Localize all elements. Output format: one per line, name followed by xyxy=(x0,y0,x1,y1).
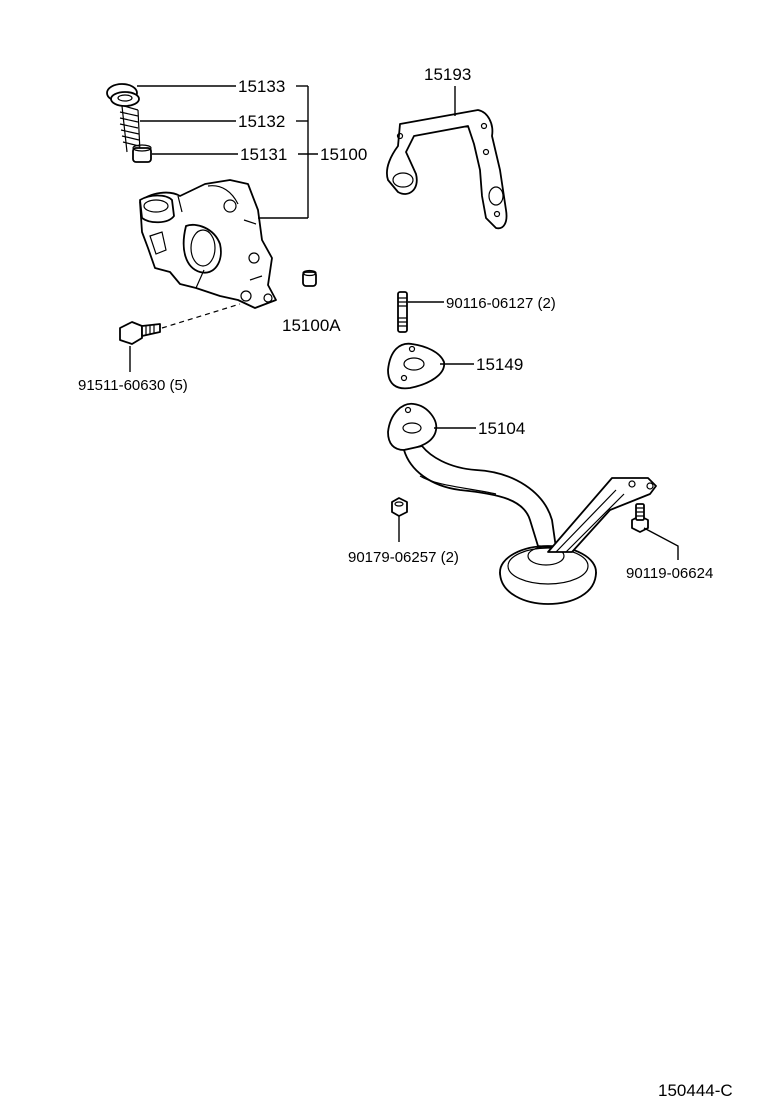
bolt-91511[interactable] xyxy=(119,303,241,345)
part-label-15131: 15131 xyxy=(240,145,287,164)
leader-90119 xyxy=(643,527,679,560)
part-label-90119: 90119-06624 xyxy=(626,565,713,582)
relief-valve-plunger-15131[interactable] xyxy=(132,144,152,163)
part-label-15133: 15133 xyxy=(238,77,285,96)
leader-lines-pump xyxy=(129,85,318,372)
part-label-15132: 15132 xyxy=(238,112,285,131)
part-label-15149: 15149 xyxy=(476,355,523,374)
stud-90116[interactable] xyxy=(397,291,408,333)
gasket-15149[interactable] xyxy=(387,342,445,390)
oil-pump-cap-15133[interactable] xyxy=(106,83,140,107)
part-label-15104: 15104 xyxy=(478,419,525,438)
dowel-pin-15100a[interactable] xyxy=(302,269,317,287)
nut-90179[interactable] xyxy=(391,497,408,517)
oil-pump-body[interactable] xyxy=(139,179,277,309)
part-label-90179: 90179-06257 (2) xyxy=(348,549,459,566)
part-label-15193: 15193 xyxy=(424,65,471,84)
oil-strainer-15104[interactable] xyxy=(387,402,657,605)
part-label-15100a: 15100A xyxy=(282,316,341,335)
gasket-15193[interactable] xyxy=(386,109,508,230)
part-label-15100: 15100 xyxy=(320,145,367,164)
part-label-90116: 90116-06127 (2) xyxy=(446,295,556,312)
part-label-91511: 91511-60630 (5) xyxy=(78,377,188,394)
bolt-90119[interactable] xyxy=(631,503,649,533)
diagram-id: 150444-C xyxy=(658,1081,733,1100)
